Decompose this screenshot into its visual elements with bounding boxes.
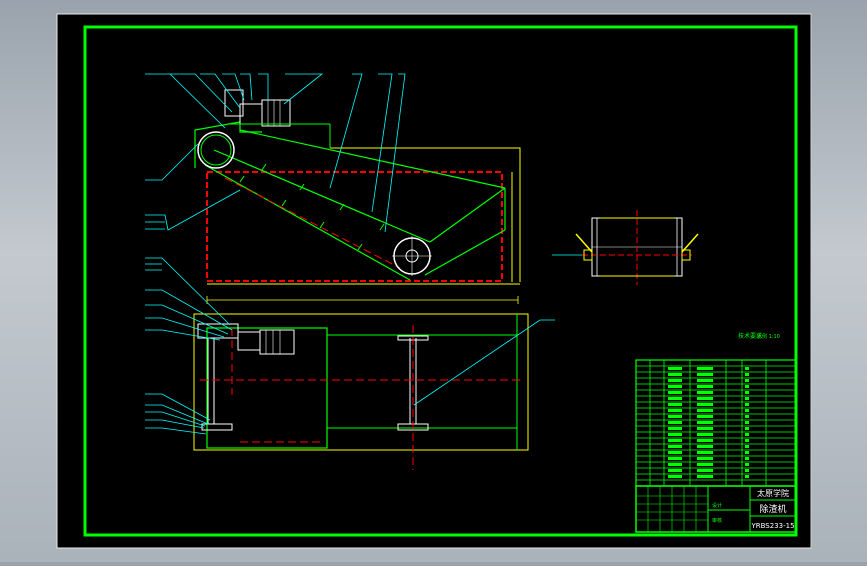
parts-cell-text bbox=[697, 373, 713, 376]
parts-cell-text bbox=[697, 415, 713, 418]
parts-cell-text bbox=[668, 445, 682, 448]
parts-cell-text bbox=[668, 379, 682, 382]
parts-cell-text bbox=[668, 475, 682, 478]
parts-cell-text bbox=[668, 391, 682, 394]
drawing-border bbox=[83, 25, 798, 537]
parts-cell-text bbox=[697, 409, 713, 412]
leader-lines-top bbox=[145, 257, 555, 435]
parts-cell-text bbox=[697, 463, 713, 466]
parts-cell-text bbox=[697, 457, 713, 460]
motor-top bbox=[259, 329, 295, 355]
parts-cell-text bbox=[745, 475, 749, 478]
parts-cell-text bbox=[697, 385, 713, 388]
top-view bbox=[193, 296, 529, 470]
parts-cell-text bbox=[745, 469, 749, 472]
tank-wall bbox=[330, 147, 521, 282]
motor bbox=[261, 99, 291, 127]
parts-cell-text bbox=[745, 373, 749, 376]
parts-cell-text bbox=[668, 373, 682, 376]
conveyor-lower-edge bbox=[204, 164, 411, 281]
parts-cell-text bbox=[745, 415, 749, 418]
tank-top-outline bbox=[193, 313, 529, 451]
parts-cell-text bbox=[745, 379, 749, 382]
tech-requirements-note: 技术要求 bbox=[738, 332, 762, 340]
parts-cell-text bbox=[668, 421, 682, 424]
drawing-name: 除渣机 bbox=[759, 503, 786, 515]
drawing-number: YRBS233-15 bbox=[750, 522, 794, 530]
conveyor-upper-edge bbox=[239, 129, 506, 189]
parts-list bbox=[635, 359, 797, 487]
leader-lines-front bbox=[145, 73, 406, 233]
parts-cell-text bbox=[697, 445, 713, 448]
check-label: 审核 bbox=[712, 517, 722, 524]
parts-cell-text bbox=[668, 463, 682, 466]
parts-cell-text bbox=[745, 445, 749, 448]
parts-cell-text bbox=[745, 433, 749, 436]
parts-cell-text bbox=[697, 403, 713, 406]
parts-cell-text bbox=[668, 451, 682, 454]
parts-cell-text bbox=[745, 409, 749, 412]
parts-cell-text bbox=[668, 409, 682, 412]
parts-cell-text bbox=[745, 391, 749, 394]
parts-cell-text bbox=[745, 463, 749, 466]
parts-cell-text bbox=[697, 379, 713, 382]
parts-cell-text bbox=[697, 391, 713, 394]
school-name: 太原学院 bbox=[757, 488, 789, 498]
parts-cell-text bbox=[745, 427, 749, 430]
design-label: 设计 bbox=[712, 502, 722, 509]
parts-cell-text bbox=[745, 451, 749, 454]
parts-cell-text bbox=[745, 457, 749, 460]
head-pulley bbox=[197, 131, 235, 169]
parts-cell-text bbox=[745, 403, 749, 406]
parts-cell-text bbox=[668, 397, 682, 400]
title-block: 太原学院 除渣机 YRBS233-15 设计 审核 bbox=[635, 485, 797, 533]
parts-cell-text bbox=[668, 415, 682, 418]
parts-cell-text bbox=[668, 469, 682, 472]
parts-cell-text bbox=[668, 457, 682, 460]
parts-cell-text bbox=[697, 367, 713, 370]
side-view bbox=[552, 210, 699, 285]
parts-cell-text bbox=[697, 427, 713, 430]
parts-cell-text bbox=[697, 397, 713, 400]
parts-cell-text bbox=[697, 421, 713, 424]
parts-cell-text bbox=[745, 439, 749, 442]
conveyor-mid-edge bbox=[213, 149, 431, 243]
parts-cell-text bbox=[697, 469, 713, 472]
parts-cell-text bbox=[697, 475, 713, 478]
scale-note: 比例 1:10 bbox=[757, 333, 780, 340]
parts-cell-text bbox=[745, 421, 749, 424]
parts-cell-text bbox=[697, 433, 713, 436]
parts-cell-text bbox=[668, 427, 682, 430]
parts-cell-text bbox=[668, 385, 682, 388]
parts-cell-text bbox=[745, 397, 749, 400]
parts-cell-text bbox=[745, 385, 749, 388]
parts-cell-text bbox=[668, 433, 682, 436]
front-view bbox=[194, 89, 521, 285]
parts-cell-text bbox=[745, 367, 749, 370]
parts-cell-text bbox=[668, 403, 682, 406]
parts-cell-text bbox=[697, 439, 713, 442]
parts-cell-text bbox=[697, 451, 713, 454]
parts-cell-text bbox=[668, 367, 682, 370]
parts-cell-text bbox=[668, 439, 682, 442]
